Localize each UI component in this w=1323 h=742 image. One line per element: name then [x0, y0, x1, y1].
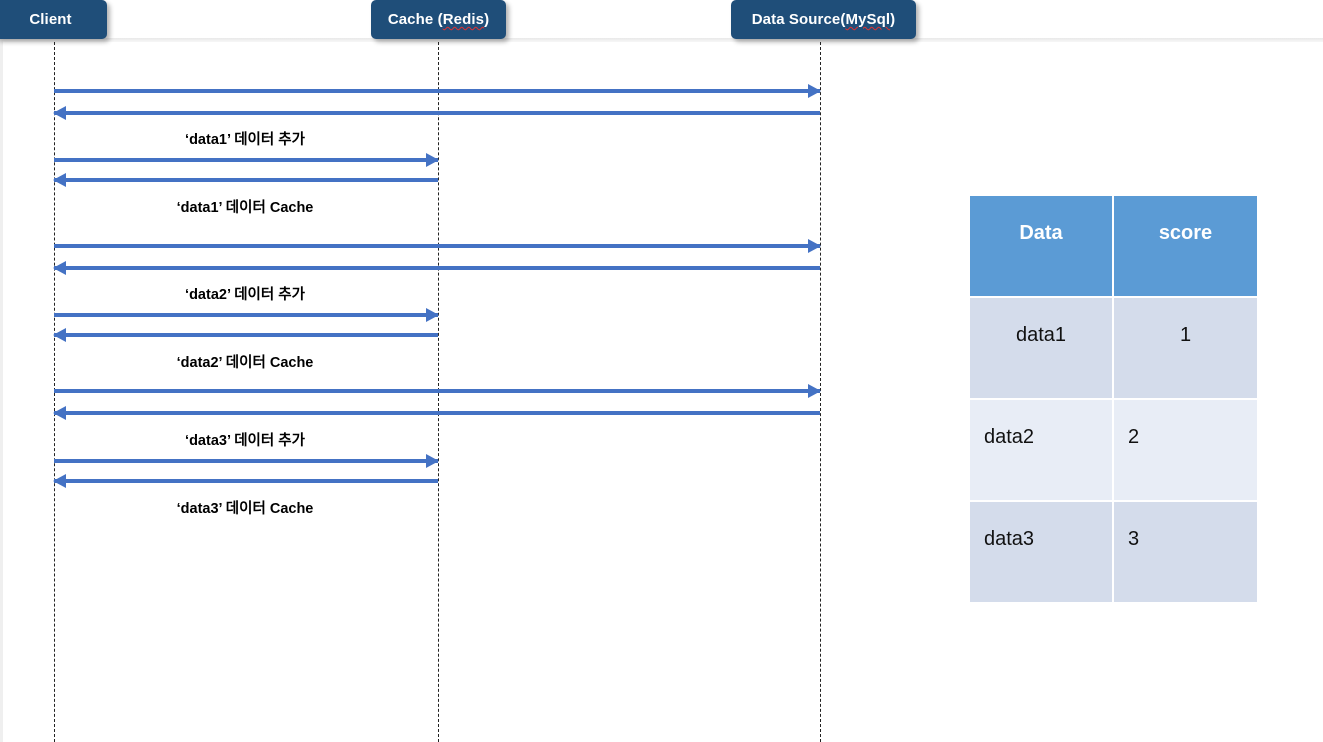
message-label: ‘data1’ 데이터 Cache — [176, 200, 314, 216]
arrow-head-left-icon — [53, 261, 66, 275]
table-row: data3 3 — [970, 500, 1257, 602]
arrow-shaft — [54, 313, 438, 317]
data-score-table: Data score data1 1 data2 2 data3 3 — [970, 196, 1257, 602]
participant-data-source-label-misspelled: MySql — [845, 11, 891, 28]
arrow-head-left-icon — [53, 328, 66, 342]
participant-cache-label-misspelled: Redis — [442, 11, 485, 28]
participant-cache[interactable]: Cache (Redis) — [371, 0, 506, 39]
arrow-shaft — [54, 244, 820, 248]
arrow-head-right-icon — [426, 153, 439, 167]
table-row: data2 2 — [970, 398, 1257, 501]
message-label: ‘data3’ 데이터 Cache — [176, 501, 314, 517]
arrow-head-right-icon — [808, 384, 821, 398]
arrow-head-right-icon — [426, 308, 439, 322]
participant-client[interactable]: Client — [0, 0, 107, 39]
message-arrow — [54, 454, 439, 468]
table-cell-score: 3 — [1113, 500, 1257, 602]
message-arrow — [54, 308, 439, 322]
arrow-shaft — [54, 411, 820, 415]
participant-client-label: Client — [29, 11, 72, 28]
table-header-score: score — [1113, 196, 1257, 297]
message-arrow — [53, 106, 820, 120]
table-cell-data: data1 — [970, 296, 1114, 399]
table-cell-data: data3 — [970, 500, 1114, 602]
slide-left-rail — [0, 38, 3, 742]
participant-cache-label-post: ) — [484, 11, 490, 28]
arrow-head-right-icon — [808, 239, 821, 253]
arrow-shaft — [54, 89, 820, 93]
message-arrow — [53, 406, 820, 420]
table-cell-data: data2 — [970, 398, 1114, 501]
slide-top-band — [0, 38, 1323, 42]
message-label: ‘data2’ 데이터 추가 — [185, 287, 305, 303]
message-arrow — [54, 384, 821, 398]
message-label: ‘data3’ 데이터 추가 — [185, 433, 305, 449]
table-header-data: Data — [970, 196, 1114, 297]
arrow-shaft — [54, 389, 820, 393]
arrow-head-left-icon — [53, 474, 66, 488]
message-arrow — [53, 474, 438, 488]
participant-cache-label-pre: Cache ( — [387, 11, 443, 28]
message-arrow — [54, 239, 821, 253]
arrow-shaft — [54, 479, 438, 483]
arrow-shaft — [54, 111, 820, 115]
arrow-shaft — [54, 178, 438, 182]
arrow-shaft — [54, 459, 438, 463]
arrow-head-left-icon — [53, 173, 66, 187]
participant-data-source[interactable]: Data Source(MySql) — [731, 0, 916, 39]
message-label: ‘data1’ 데이터 추가 — [185, 132, 305, 148]
table-row: data1 1 — [970, 296, 1257, 399]
message-label: ‘data2’ 데이터 Cache — [176, 355, 314, 371]
arrow-head-right-icon — [426, 454, 439, 468]
message-arrow — [53, 261, 820, 275]
arrow-head-left-icon — [53, 406, 66, 420]
arrow-shaft — [54, 158, 438, 162]
message-arrow — [54, 153, 439, 167]
table-cell-score: 2 — [1113, 398, 1257, 501]
message-arrow — [53, 328, 438, 342]
arrow-shaft — [54, 266, 820, 270]
message-arrow — [54, 84, 821, 98]
message-arrow — [53, 173, 438, 187]
arrow-head-left-icon — [53, 106, 66, 120]
participant-data-source-label-pre: Data Source( — [751, 11, 846, 28]
table-cell-score: 1 — [1113, 296, 1257, 399]
arrow-shaft — [54, 333, 438, 337]
arrow-head-right-icon — [808, 84, 821, 98]
participant-data-source-label-post: ) — [890, 11, 896, 28]
table-header-row: Data score — [970, 196, 1257, 297]
